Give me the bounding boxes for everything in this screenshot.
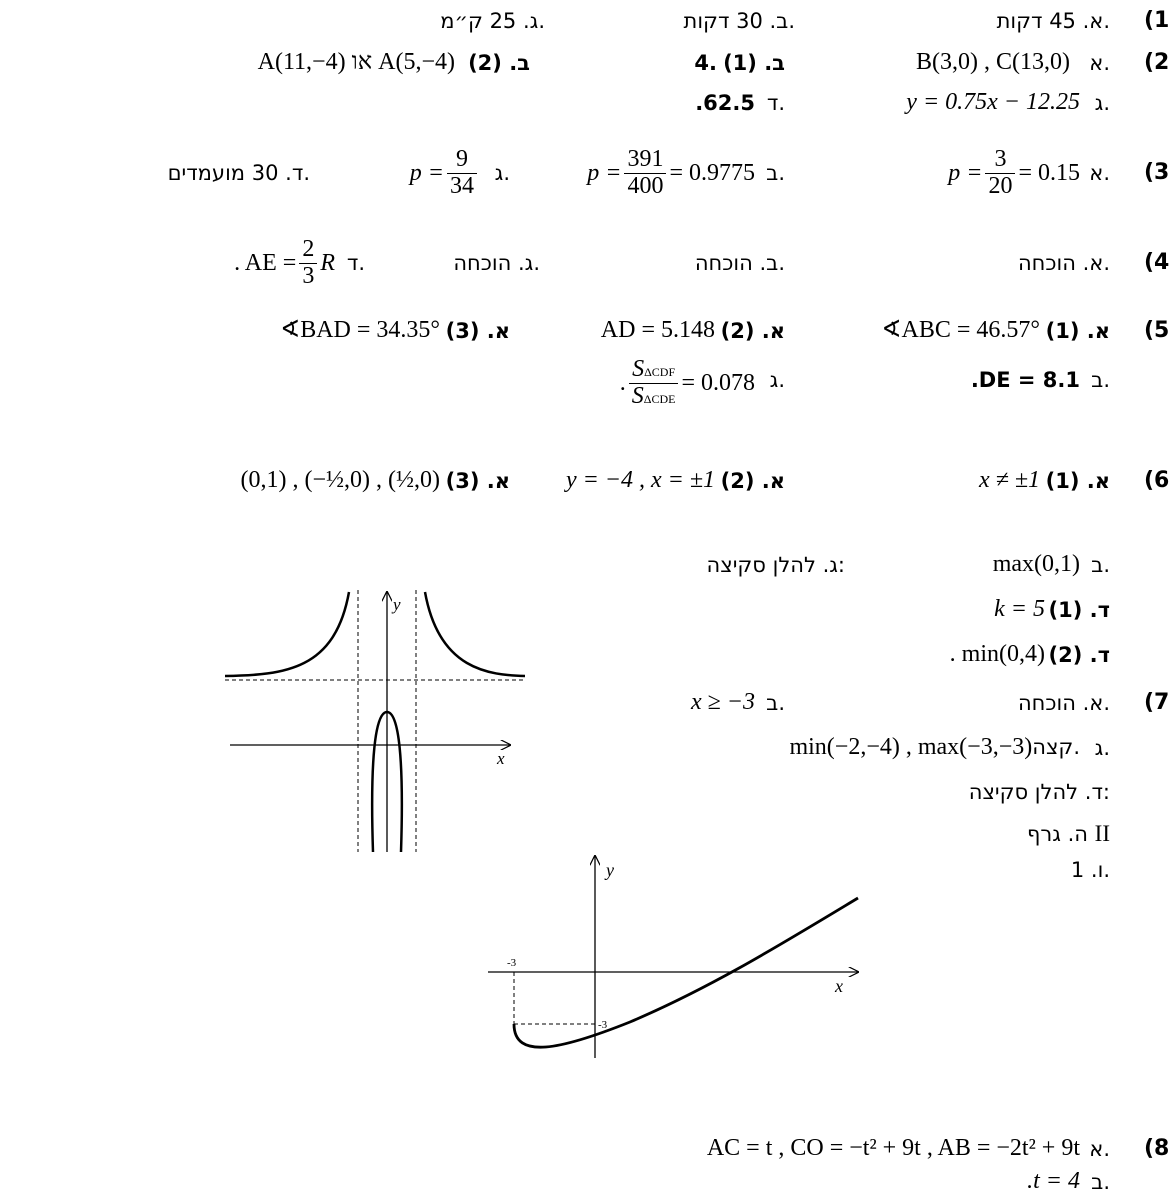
question-number-6: (6 [1144,468,1170,493]
function-curve [512,896,859,1049]
curve-middle-branch [370,710,404,852]
question-number-5: (5 [1144,318,1170,343]
answer-3a-label: א. [1089,161,1110,185]
answer-4a: א. הוכחה. [1017,251,1110,275]
answer-2a-value: B(3,0) , C(13,0) [916,49,1070,75]
answer-4b: ב. הוכחה. [694,251,785,275]
answer-6d1-label: ד. (1) [1048,598,1110,622]
question-number-3: (3 [1144,160,1170,185]
answer-5a2-value: AD = 5.148 [600,317,715,343]
answer-7f: ו. 1. [1070,858,1110,882]
answer-5a2-label: א. (2) [720,319,785,343]
answer-2b1-value: 4. [694,51,717,75]
answer-7b-label: ב. [766,691,785,715]
answer-7c-label: ג. [1094,736,1110,760]
answer-5c-label: ג. [769,368,785,392]
answer-5a1-value: ∢ABC = 46.57° [881,317,1040,343]
answer-2c-label: ג. [1094,91,1110,115]
answer-8a-value: AC = t , CO = −t² + 9t , AB = −2t² + 9t [706,1135,1080,1161]
answer-1a: א. 45 דקות. [996,9,1110,33]
question-number-8: (8 [1144,1136,1170,1161]
answer-5a3-label: א. (3) [445,319,510,343]
answer-5b-label: ב. [1091,368,1110,392]
answer-7d: ד. להלן סקיצה: [968,780,1110,804]
answer-6c: ג. להלן סקיצה: [706,553,845,577]
answer-5a3-value: ∢BAD = 34.35° [280,317,440,343]
y-axis-label: y [604,860,614,880]
answer-1b: ב. 30 דקות. [683,9,795,33]
answer-6a1-value: x ≠ ±1 [979,467,1040,493]
answer-6a1-label: א. (1) [1045,469,1110,493]
answer-7b-value: x ≥ −3 [690,689,755,715]
answer-2b1-label: ב. (1) [723,51,785,75]
answer-2b2-value: A(11,−4) או A(5,−4) [257,49,455,75]
answer-6b-value: max(0,1) [992,551,1080,577]
answer-2d-value: .62.5 [695,91,755,115]
answer-3c-label: ג. [494,161,510,185]
answer-6a3-value: (0,1) , (−½,0) , (½,0) [240,467,441,493]
answer-8b-value: .t = 4 [1027,1168,1080,1194]
answer-2c-value: y = 0.75x − 12.25 [906,89,1080,115]
sketch-graph-7: -3 -3 y x [488,850,865,1058]
y-axis-label: y [391,595,401,614]
answer-6a2-value: y = −4 , x = ±1 [565,467,715,493]
curve-right-branch [423,591,525,678]
curve-left-branch [225,591,351,678]
answer-6d2-value: . min(0,4) [949,641,1045,667]
sketch-graph-6: y x [225,590,525,852]
question-number-1: (1 [1144,8,1170,33]
answer-2d-label: ד. [766,91,785,115]
x-axis-label: x [834,976,843,996]
answer-6b-label: ב. [1091,553,1110,577]
answer-7a: א. הוכחה. [1017,691,1110,715]
answer-6d2-label: ד. (2) [1048,643,1110,667]
answer-7e: ה. גרף II [1026,821,1110,846]
answer-4c: ג. הוכחה. [453,251,540,275]
answer-7c-value: min(−2,−4) , max(−3,−3)קצה. [789,734,1080,760]
answer-6a2-label: א. (2) [720,469,785,493]
answer-2b2-label: ב. (2) [468,51,530,75]
question-number-4: (4 [1144,250,1170,275]
answer-5b-value: .DE = 8.1 [970,368,1080,392]
answer-8a-label: א. [1089,1137,1110,1161]
tick-label-x-minus-3: -3 [507,957,517,969]
answer-1c: ג. 25 ק״מ. [440,9,545,33]
answer-2a-label: א. [1089,51,1110,75]
answer-3b-label: ב. [766,161,785,185]
question-number-2: (2 [1144,50,1170,75]
answer-4d-label: ד. [346,251,365,275]
question-number-7: (7 [1144,690,1170,715]
answer-6d1-value: k = 5 [994,596,1045,622]
answer-6a3-label: א. (3) [445,469,510,493]
answer-8b-label: ב. [1091,1170,1110,1194]
tick-label-y-minus-3: -3 [598,1019,608,1031]
x-axis-label: x [496,749,505,768]
answer-3d: ד. 30 מועמדים. [167,161,310,185]
answer-5a1-label: א. (1) [1045,319,1110,343]
